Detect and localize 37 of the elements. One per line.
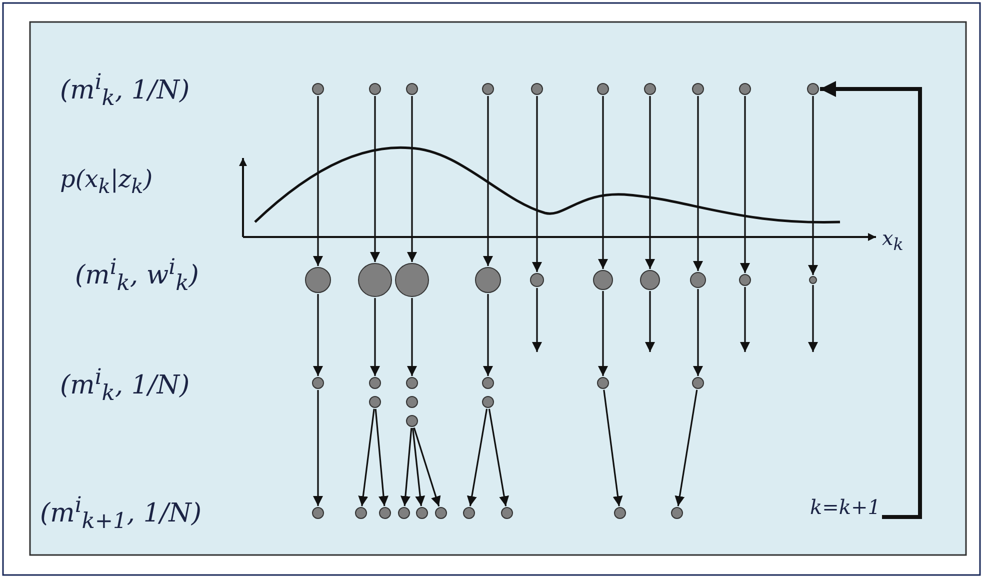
arrow (674, 390, 698, 506)
arrow (693, 96, 703, 271)
arrow (820, 81, 922, 519)
arrow (488, 408, 510, 506)
arrow (645, 96, 655, 269)
axis-label: x$_{k}$ (882, 226, 904, 254)
arrow (400, 428, 412, 506)
arrow (313, 294, 323, 376)
row-label: p(x$_{k}$|z$_{k}$) (60, 165, 153, 198)
arrow (598, 96, 608, 269)
arrow (313, 390, 323, 506)
arrow (370, 298, 380, 376)
arrow (645, 291, 655, 352)
arrow (740, 96, 750, 273)
arrow (412, 428, 426, 506)
arrow (413, 427, 441, 507)
arrow (603, 390, 623, 506)
arrow (808, 96, 818, 275)
row-label: (m$^{i}$$_{k}$, w$^{i}$$_{k}$) (75, 255, 199, 296)
row-label: (m$^{i}$$_{k}$, 1/N) (60, 70, 190, 111)
arrow (466, 408, 488, 506)
arrow (374, 408, 388, 506)
arrow (407, 298, 417, 376)
arrow (407, 96, 417, 262)
arrow (483, 294, 493, 376)
arrow (370, 96, 380, 262)
arrow (598, 291, 608, 376)
arrow (313, 96, 323, 266)
arrow (532, 96, 542, 272)
arrow (740, 287, 750, 352)
row-label: (m$^{i}$$_{k+1}$, 1/N) (40, 493, 202, 534)
arrow (693, 289, 703, 376)
row-label: (m$^{i}$$_{k}$, 1/N) (60, 365, 190, 406)
arrow (358, 408, 375, 506)
arrow (483, 96, 493, 266)
arrow (532, 288, 542, 352)
arrow (808, 285, 818, 352)
